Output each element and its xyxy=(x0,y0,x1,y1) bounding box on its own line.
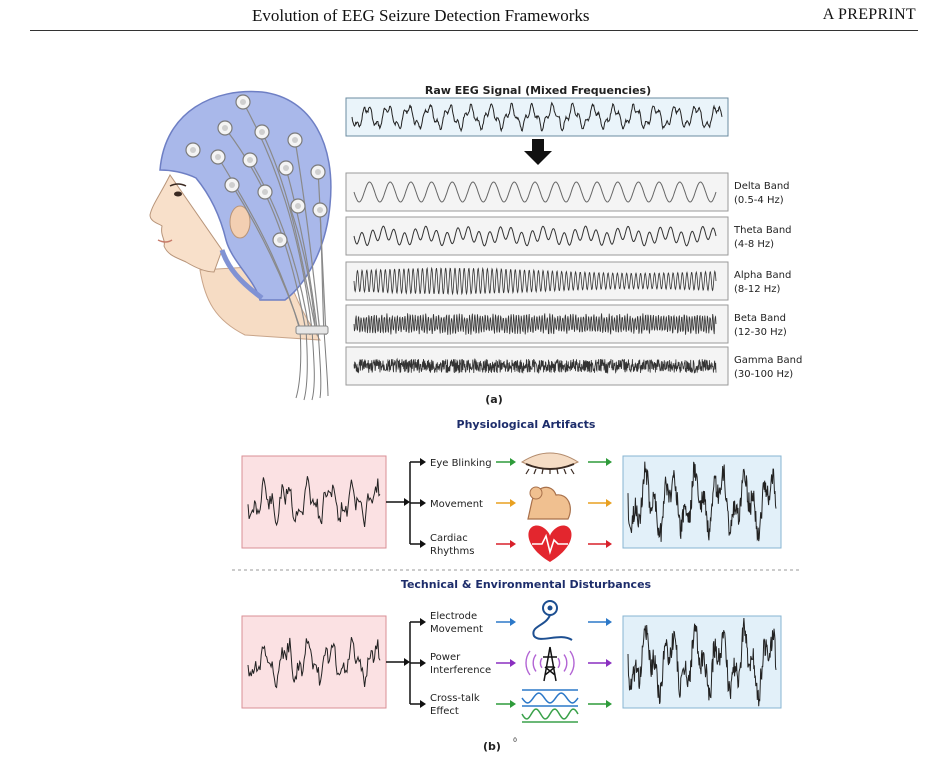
header-rule xyxy=(30,30,918,31)
running-title: Evolution of EEG Seizure Detection Frame… xyxy=(252,6,590,25)
preprint-label: A PREPRINT xyxy=(822,6,916,23)
to-output-arrow xyxy=(588,499,612,507)
to-output-arrow xyxy=(588,458,612,466)
clean-signal-waveform xyxy=(247,637,381,689)
band-waveform xyxy=(353,181,717,203)
to-output-arrow xyxy=(588,618,612,626)
to-icon-arrow xyxy=(496,618,516,626)
electrode-cable-icon xyxy=(532,600,573,641)
split-arrow xyxy=(386,498,410,506)
branch-arrow xyxy=(410,499,426,507)
branch-arrow xyxy=(410,618,426,626)
band-name: Gamma Band xyxy=(734,355,802,366)
band-range: (30-100 Hz) xyxy=(734,369,793,380)
crosstalk-waves-icon xyxy=(521,689,579,723)
band-name: Delta Band xyxy=(734,181,790,192)
band-waveform xyxy=(353,357,717,375)
band-range: (4-8 Hz) xyxy=(734,239,774,250)
branch-arrow xyxy=(410,700,426,708)
artifact-label-line2: Effect xyxy=(430,706,459,717)
branch-arrow xyxy=(410,540,426,548)
split-arrow xyxy=(386,658,410,666)
band-frame xyxy=(345,172,729,212)
frequency-bands: Delta Band (0.5-4 Hz) Theta Band (4-8 Hz) Al… xyxy=(345,172,802,386)
raw-eeg-panel xyxy=(345,97,729,137)
power-tower-icon xyxy=(525,646,575,682)
raw-eeg-title: Raw EEG Signal (Mixed Frequencies) xyxy=(425,84,651,97)
section-title: Technical & Environmental Disturbances xyxy=(401,578,652,591)
band-name: Beta Band xyxy=(734,313,786,324)
to-icon-arrow xyxy=(496,659,516,667)
band-frame xyxy=(345,216,729,256)
artifact-label-line1: Movement xyxy=(430,499,483,510)
contaminated-signal-waveform xyxy=(627,617,777,707)
raw-eeg-waveform xyxy=(351,101,723,133)
artifact-label-line1: Cardiac xyxy=(430,533,468,544)
band-theta: Theta Band (4-8 Hz) xyxy=(345,216,792,256)
down-arrow-icon xyxy=(524,139,552,165)
band-name: Theta Band xyxy=(733,225,792,236)
band-beta: Beta Band (12-30 Hz) xyxy=(345,304,787,344)
to-output-arrow xyxy=(588,659,612,667)
clean-signal-box xyxy=(241,455,387,549)
branch-arrow xyxy=(410,458,426,466)
band-waveform xyxy=(353,225,717,247)
clean-signal-box xyxy=(241,615,387,709)
band-gamma: Gamma Band (30-100 Hz) xyxy=(345,346,802,386)
page-header: Evolution of EEG Seizure Detection Frame… xyxy=(0,0,948,52)
caption-a: (a) xyxy=(485,393,502,406)
head-illustration xyxy=(149,90,332,401)
band-range: (8-12 Hz) xyxy=(734,284,781,295)
artifact-label: Eye Blinking xyxy=(430,458,492,469)
clean-signal-waveform xyxy=(247,476,381,527)
band-alpha: Alpha Band (8-12 Hz) xyxy=(345,261,791,301)
to-icon-arrow xyxy=(496,700,516,708)
artifact-label-line1: Cross-talk xyxy=(430,693,480,704)
to-icon-arrow xyxy=(496,458,516,466)
band-waveform xyxy=(353,266,717,296)
contaminated-signal-waveform xyxy=(627,461,777,542)
band-waveform xyxy=(353,313,717,335)
band-range: (0.5-4 Hz) xyxy=(734,195,784,206)
to-output-arrow xyxy=(588,540,612,548)
to-icon-arrow xyxy=(496,499,516,507)
artifact-label: Movement xyxy=(430,499,483,510)
caption-b: (b) xyxy=(483,740,501,753)
footnote-mark: 0 xyxy=(513,737,517,744)
band-range: (12-30 Hz) xyxy=(734,327,787,338)
band-name: Alpha Band xyxy=(734,270,791,281)
section-title: Physiological Artifacts xyxy=(457,418,596,431)
branch-arrow xyxy=(410,659,426,667)
section-technical: Technical & Environmental DisturbancesEl… xyxy=(241,578,782,723)
artifact-label-line2: Movement xyxy=(430,624,483,635)
artifact-label-line1: Power xyxy=(430,652,461,663)
artifact-label-line2: Interference xyxy=(430,665,491,676)
artifact-label-line2: Rhythms xyxy=(430,546,474,557)
to-output-arrow xyxy=(588,700,612,708)
artifact-label-line1: Eye Blinking xyxy=(430,458,492,469)
closed-eye-icon xyxy=(520,452,580,475)
flexed-arm-icon xyxy=(527,486,571,520)
artifact-label-line1: Electrode xyxy=(430,611,477,622)
heart-pulse-icon xyxy=(528,525,572,562)
to-icon-arrow xyxy=(496,540,516,548)
band-delta: Delta Band (0.5-4 Hz) xyxy=(345,172,790,212)
